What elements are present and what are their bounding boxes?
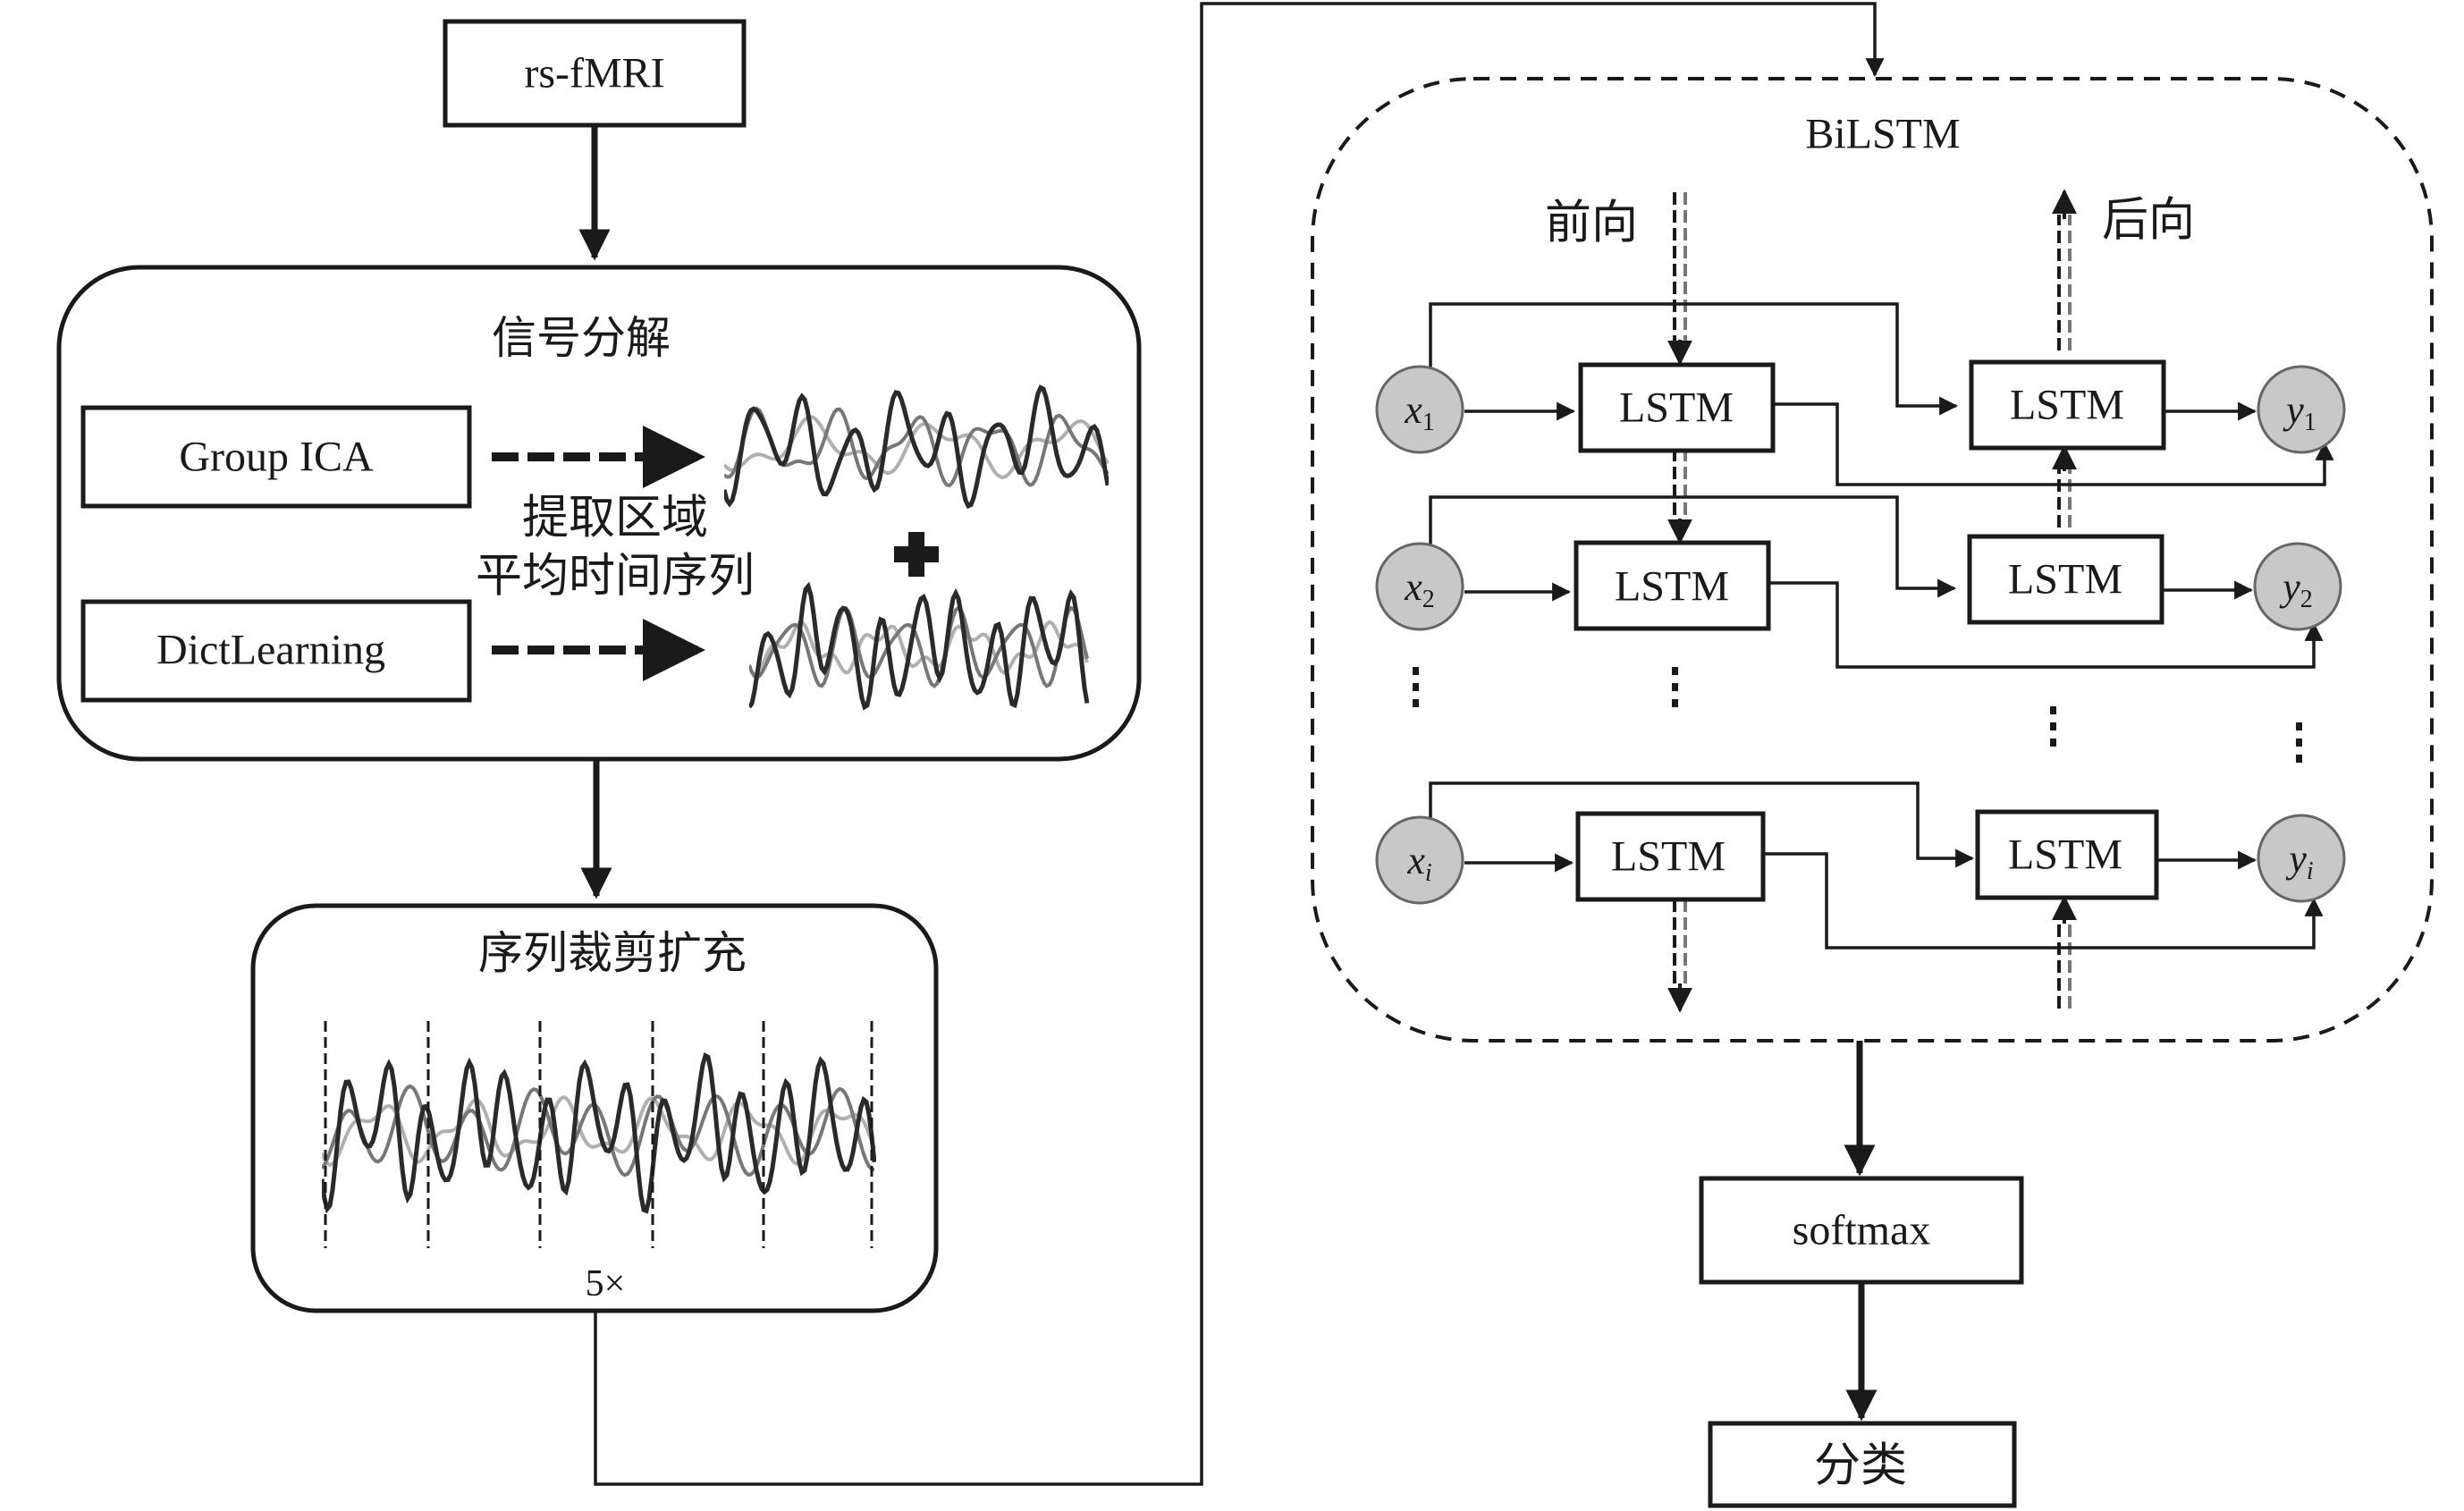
- input-node: rs-fMRI: [443, 19, 747, 128]
- output-node-y1: y1: [2257, 365, 2346, 454]
- plus-icon: [894, 532, 939, 577]
- lstm-backward-i: LSTM: [1975, 809, 2159, 900]
- lstm-label: LSTM: [2008, 831, 2122, 879]
- waveform-trace: [724, 406, 1109, 488]
- extract-label-line1: 提取区域: [522, 494, 708, 544]
- extract-label-line2: 平均时间序列: [476, 552, 755, 603]
- softmax-node: softmax: [1699, 1176, 2024, 1285]
- output-node-y2: y2: [2253, 542, 2342, 631]
- lstm-forward-1: LSTM: [1578, 362, 1776, 453]
- waveform-trace: [322, 1052, 876, 1214]
- lstm-forward-2: LSTM: [1574, 540, 1771, 631]
- connector-crop-to-bilstm: [594, 2, 1885, 1486]
- ellipsis-dots: [1413, 667, 2302, 763]
- dict-learning-node: DictLearning: [80, 599, 472, 703]
- waveform-trace: [749, 605, 1089, 688]
- waveform-trace: [749, 620, 1089, 677]
- waveform-dict-learning: [749, 581, 1089, 711]
- waveform-cropped: [322, 1052, 876, 1214]
- group-ica-label: Group ICA: [179, 434, 374, 481]
- decomp-title: 信号分解: [492, 313, 671, 363]
- lstm-backward-1: LSTM: [1969, 359, 2166, 451]
- output-node-yi: yi: [2257, 814, 2346, 903]
- signal-decomposition-block: 信号分解 Group ICA DictLearning 提取区域 平均时间序列: [56, 265, 1142, 762]
- waveform-trace: [749, 581, 1089, 711]
- svg-text:y1: y1: [2283, 388, 2316, 436]
- classify-node: 分类: [1708, 1421, 2017, 1508]
- lstm-label: LSTM: [2010, 382, 2124, 429]
- input-label: rs-fMRI: [524, 50, 664, 97]
- lstm-backward-2: LSTM: [1967, 534, 2164, 625]
- svg-text:yi: yi: [2285, 837, 2313, 885]
- group-ica-node: Group ICA: [80, 405, 472, 509]
- forward-label: 前向: [1545, 198, 1638, 249]
- bilstm-block: BiLSTM 前向 后向: [1311, 77, 2434, 1043]
- crop-divider-lines: [324, 1021, 873, 1248]
- bilstm-title: BiLSTM: [1805, 111, 1960, 158]
- lstm-label: LSTM: [1615, 563, 1729, 611]
- crop-title: 序列裁剪扩充: [478, 928, 747, 978]
- svg-text:x1: x1: [1404, 388, 1435, 436]
- waveform-trace: [724, 384, 1109, 510]
- backward-flow-arrows: [2052, 189, 2077, 1009]
- lstm-label: LSTM: [2008, 556, 2122, 604]
- input-node-x1: x1: [1375, 365, 1464, 454]
- svg-text:x2: x2: [1404, 565, 1435, 613]
- input-node-xi: xi: [1375, 815, 1464, 905]
- lstm-label: LSTM: [1619, 384, 1734, 432]
- dict-learning-label: DictLearning: [156, 627, 385, 674]
- classify-label: 分类: [1814, 1441, 1907, 1492]
- lstm-forward-i: LSTM: [1575, 811, 1766, 902]
- crop-factor-label: 5×: [586, 1263, 626, 1304]
- row-i-wires: [1429, 781, 2324, 950]
- svg-text:xi: xi: [1406, 839, 1431, 887]
- backward-label: 后向: [2102, 196, 2195, 247]
- svg-text:y2: y2: [2279, 565, 2313, 613]
- row-2-wires: [1429, 495, 2324, 669]
- row-1-wires: [1429, 302, 2334, 486]
- forward-flow-arrows: [1667, 192, 1692, 1013]
- sequence-crop-block: 序列裁剪扩充 5×: [250, 903, 939, 1313]
- waveform-group-ica: [724, 384, 1109, 510]
- softmax-label: softmax: [1793, 1207, 1931, 1254]
- lstm-label: LSTM: [1611, 833, 1726, 881]
- input-node-x2: x2: [1375, 542, 1464, 631]
